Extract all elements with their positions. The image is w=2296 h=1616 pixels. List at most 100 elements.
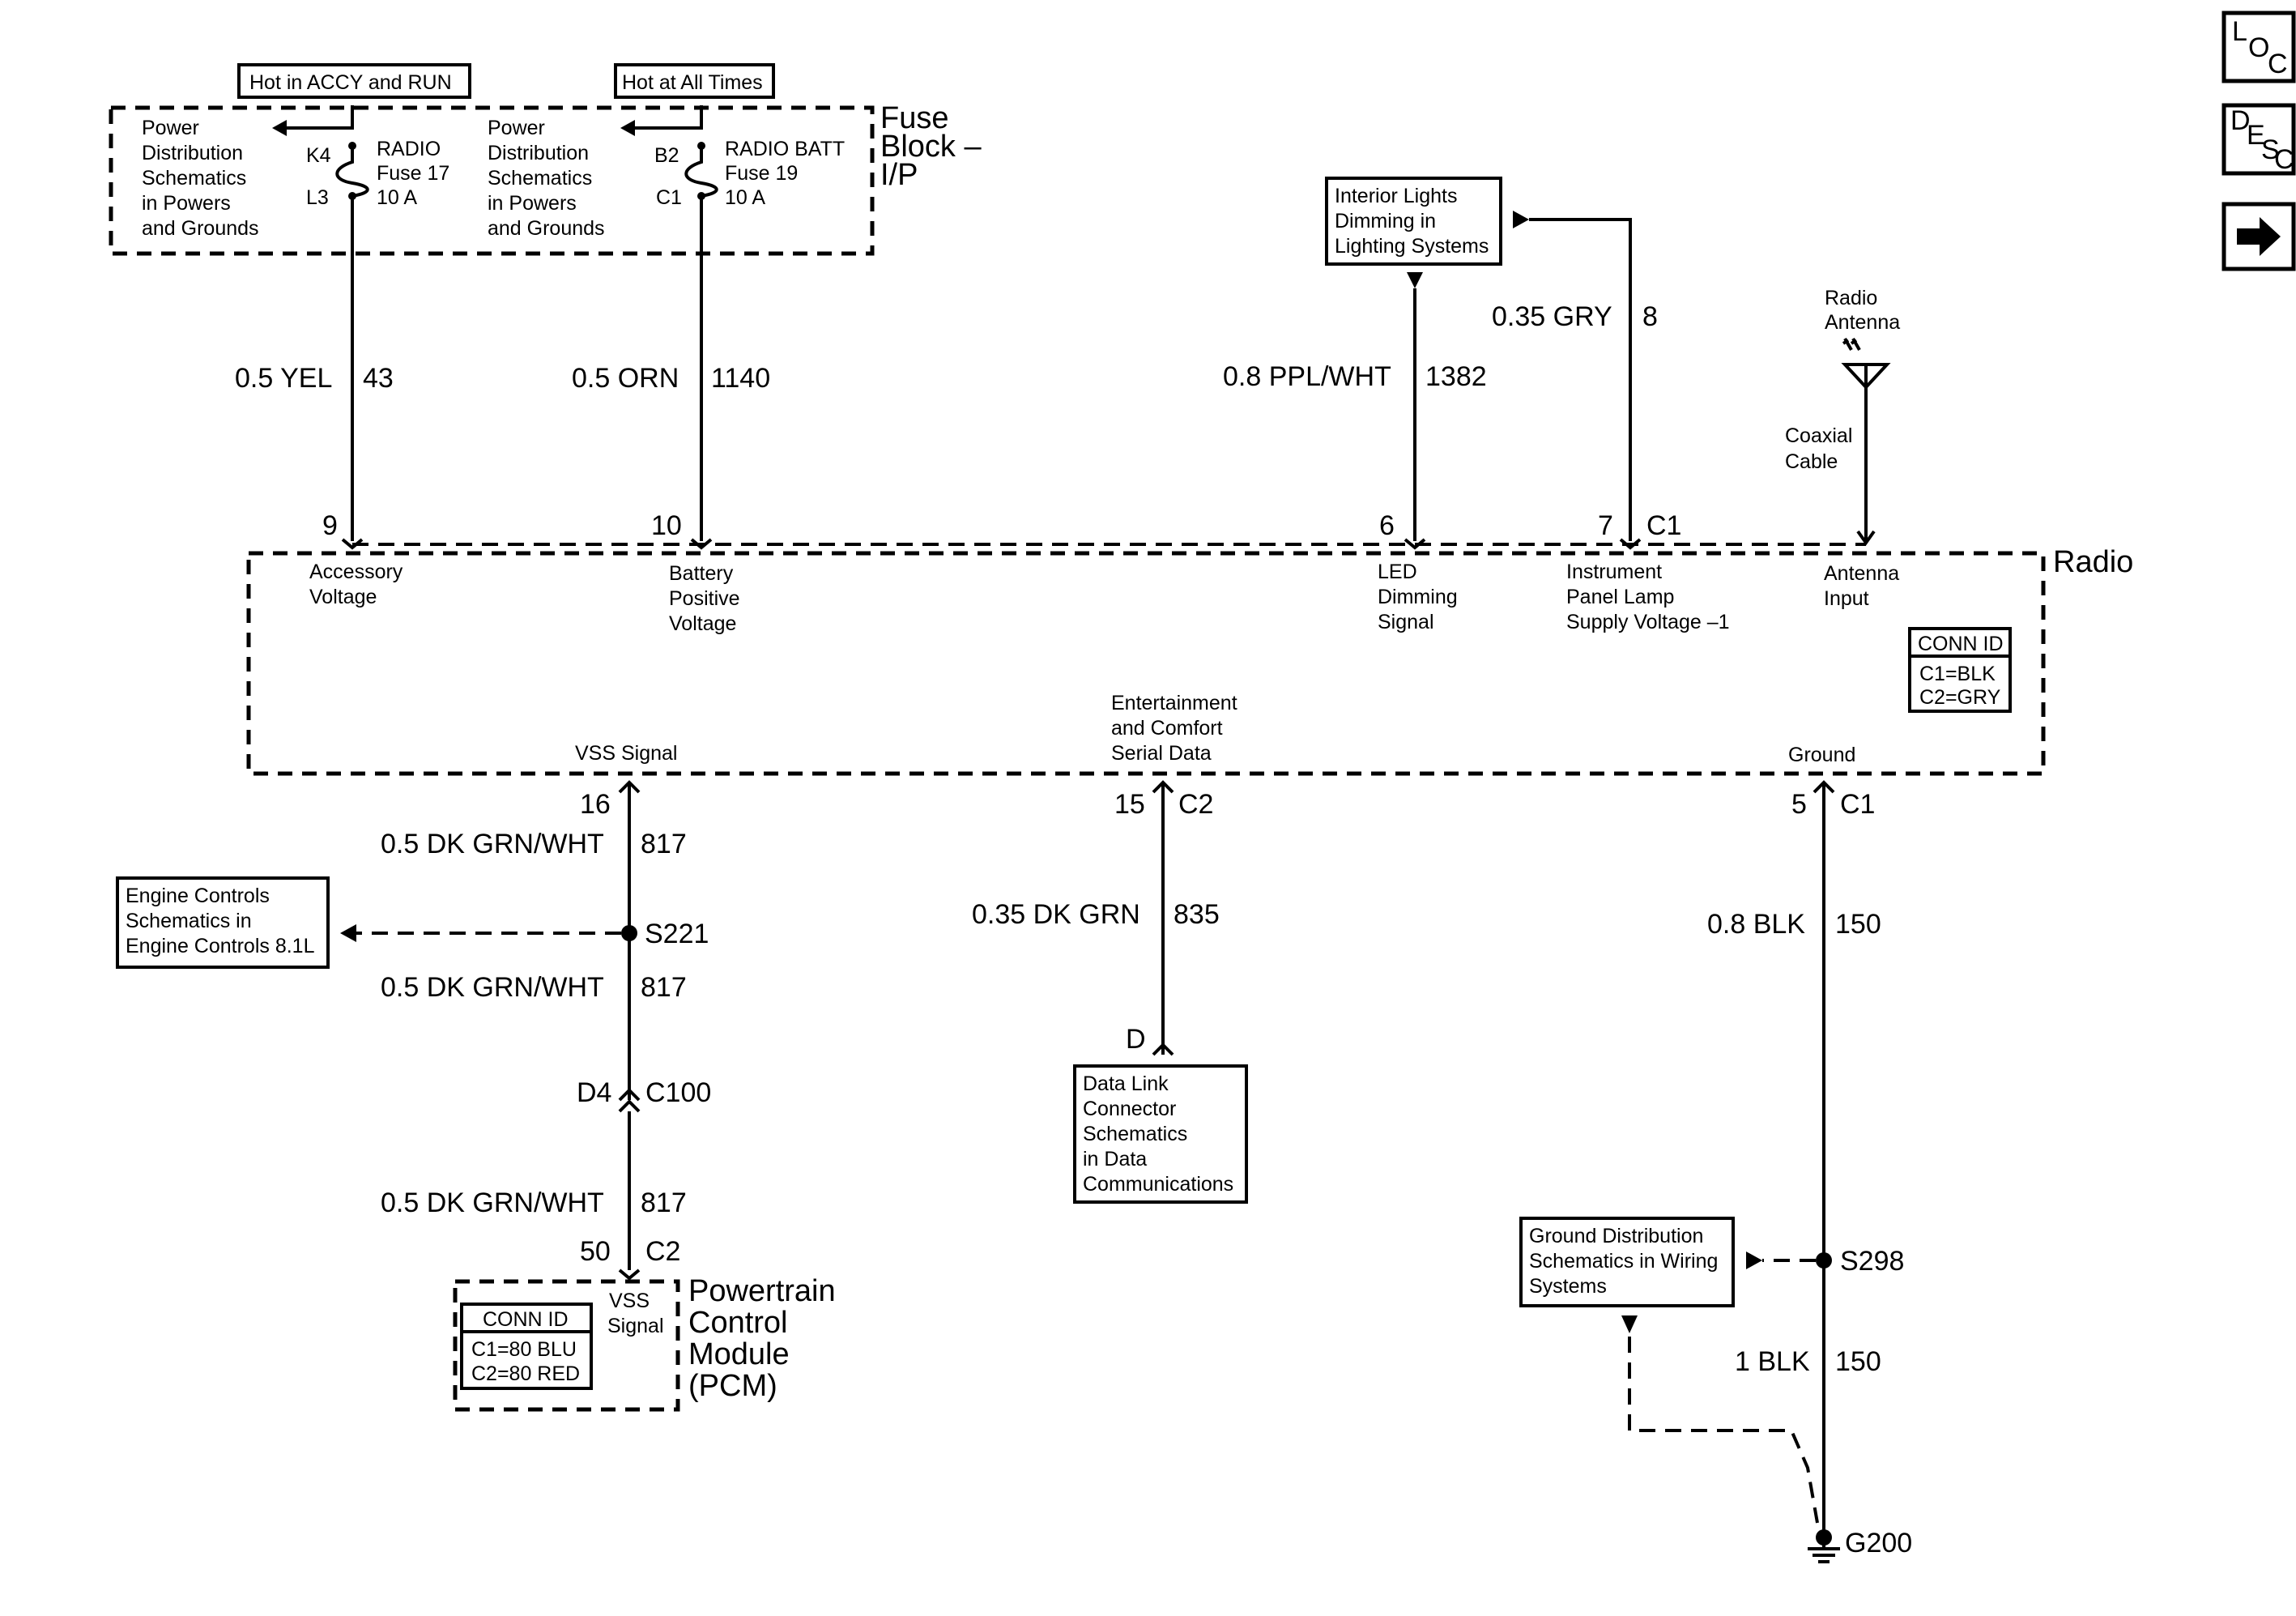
svg-text:in Data: in Data — [1083, 1148, 1147, 1170]
svg-text:C2=80 RED: C2=80 RED — [471, 1362, 580, 1385]
wire-817-color: 0.5 DK GRN/WHT — [381, 829, 604, 859]
ground-distribution-ref[interactable]: Ground Distribution Schematics in Wiring… — [1519, 1217, 1735, 1307]
radio-module: Radio Accessory Voltage Battery Positive… — [246, 545, 2133, 776]
next-button[interactable] — [2221, 202, 2296, 271]
pcm-conn-id-box — [460, 1303, 593, 1390]
svg-text:Antenna: Antenna — [1824, 562, 1899, 585]
fuse-block: Fuse Block – I/P Hot in ACCY and RUN Hot… — [109, 63, 982, 256]
hot-all-times-text: Hot at All Times — [622, 71, 763, 94]
ground-icon — [1808, 1537, 1840, 1563]
fuse-19-pin-out: C1 — [656, 186, 682, 209]
radio-pin-15: 15 — [1114, 789, 1145, 820]
wire-1140-circuit: 1140 — [711, 363, 770, 394]
svg-text:Engine Controls: Engine Controls — [126, 885, 270, 907]
radio-connector-c1: C1 — [1646, 510, 1681, 541]
desc-button[interactable]: D E S C — [2221, 103, 2296, 176]
svg-text:Schematics: Schematics — [488, 167, 592, 190]
wire-1382-circuit: 1382 — [1425, 361, 1487, 392]
loc-button[interactable]: L O C — [2221, 11, 2296, 83]
svg-text:Engine Controls 8.1L: Engine Controls 8.1L — [126, 935, 315, 957]
fuse-block-label: Block – — [880, 130, 982, 164]
splice-s221-label: S221 — [645, 919, 709, 949]
interior-lights-box — [1325, 177, 1502, 266]
svg-text:in Powers: in Powers — [488, 192, 577, 215]
svg-text:Instrument: Instrument — [1566, 561, 1662, 583]
svg-text:Dimming: Dimming — [1378, 586, 1458, 608]
pcm-pin-50: 50 — [580, 1236, 611, 1267]
antenna-signal-icon — [1842, 338, 1861, 351]
wire-817-circuit: 817 — [641, 1187, 687, 1218]
svg-text:C2=GRY: C2=GRY — [1919, 686, 2001, 709]
svg-text:10 A: 10 A — [377, 186, 417, 209]
svg-text:Signal: Signal — [607, 1315, 664, 1337]
svg-text:Fuse 17: Fuse 17 — [377, 162, 449, 185]
fuse-19: B2 C1 RADIO BATT Fuse 19 10 A — [654, 138, 845, 256]
radio-connector-c1-bottom: C1 — [1840, 789, 1875, 820]
ground-g200-label: G200 — [1845, 1528, 1912, 1558]
svg-text:E: E — [2247, 120, 2265, 151]
svg-text:C1=BLK: C1=BLK — [1919, 663, 1996, 685]
dashed-ground-path — [1628, 1337, 1819, 1524]
engine-controls-ref[interactable]: Engine Controls Schematics in Engine Con… — [116, 876, 330, 969]
splice-s298 — [1816, 1252, 1832, 1268]
svg-text:Powertrain: Powertrain — [688, 1274, 836, 1308]
svg-text:Radio: Radio — [1825, 287, 1877, 309]
svg-text:Ground Distribution: Ground Distribution — [1529, 1225, 1703, 1247]
fuse-block-outline — [109, 105, 875, 256]
data-link-connector-box — [1073, 1064, 1248, 1204]
svg-text:Schematics in: Schematics in — [126, 910, 252, 932]
antenna-icon — [1841, 363, 1891, 390]
svg-text:in Powers: in Powers — [142, 192, 231, 215]
svg-text:VSS Signal: VSS Signal — [575, 742, 677, 765]
radio-connector-c2: C2 — [1178, 789, 1213, 820]
arrow-right-icon — [1746, 1251, 1762, 1269]
svg-text:O: O — [2248, 32, 2269, 63]
hot-accy-run-text: Hot in ACCY and RUN — [249, 71, 452, 94]
radio-pin-6: 6 — [1379, 510, 1395, 541]
svg-text:Power: Power — [142, 117, 199, 139]
power-distribution-ref-right[interactable]: Power Distribution Schematics in Powers … — [488, 117, 605, 240]
wire-817-color: 0.5 DK GRN/WHT — [381, 1187, 604, 1218]
fuse-block-label: Fuse — [880, 101, 948, 135]
arrow-down-icon — [1621, 1315, 1638, 1333]
svg-text:Accessory: Accessory — [309, 561, 403, 583]
power-distribution-ref-left[interactable]: Power Distribution Schematics in Powers … — [142, 117, 259, 240]
svg-text:Distribution: Distribution — [488, 142, 589, 164]
svg-text:LED: LED — [1378, 561, 1417, 583]
arrow-left-icon — [620, 120, 635, 136]
svg-text:Antenna: Antenna — [1825, 311, 1900, 334]
radio-outline — [246, 551, 2046, 776]
svg-text:VSS: VSS — [609, 1290, 650, 1312]
wire-817-circuit: 817 — [641, 829, 687, 859]
svg-text:C: C — [2274, 144, 2294, 175]
pcm-outline — [453, 1279, 680, 1412]
radio-pin-7: 7 — [1598, 510, 1613, 541]
wire-43-circuit: 43 — [363, 363, 394, 394]
data-link-connector-ref[interactable]: Data Link Connector Schematics in Data C… — [1073, 1064, 1248, 1204]
svg-text:Dimming in: Dimming in — [1335, 210, 1436, 232]
svg-text:Interior Lights: Interior Lights — [1335, 185, 1457, 207]
fuse-block-label: I/P — [880, 158, 918, 192]
wire-817-circuit: 817 — [641, 972, 687, 1003]
wire-150-color: 0.8 BLK — [1707, 909, 1805, 940]
arrow-left-icon — [272, 120, 287, 136]
svg-text:Coaxial: Coaxial — [1785, 424, 1852, 447]
svg-text:Input: Input — [1824, 587, 1869, 610]
wire-150-color: 1 BLK — [1735, 1346, 1810, 1377]
c100-name: C100 — [645, 1077, 711, 1108]
fuse-17-pin-in: K4 — [306, 144, 331, 167]
svg-text:10 A: 10 A — [725, 186, 765, 209]
pcm-module: VSS Signal CONN ID C1=80 BLU C2=80 RED P… — [453, 1274, 836, 1412]
interior-lights-ref[interactable]: Interior Lights Dimming in Lighting Syst… — [1325, 177, 1502, 266]
svg-text:Data Link: Data Link — [1083, 1072, 1169, 1095]
svg-text:Supply Voltage –1: Supply Voltage –1 — [1566, 611, 1730, 633]
feed-wire-accy — [283, 105, 354, 130]
svg-text:(PCM): (PCM) — [688, 1369, 777, 1403]
svg-text:RADIO BATT: RADIO BATT — [725, 138, 845, 160]
arrow-right-icon — [1513, 211, 1529, 228]
wire-150-circuit: 150 — [1835, 1346, 1881, 1377]
hot-accy-run-tag — [237, 63, 471, 99]
svg-text:Signal: Signal — [1378, 611, 1434, 633]
svg-text:Control: Control — [688, 1306, 788, 1340]
radio-conn-id-box — [1908, 627, 2012, 713]
